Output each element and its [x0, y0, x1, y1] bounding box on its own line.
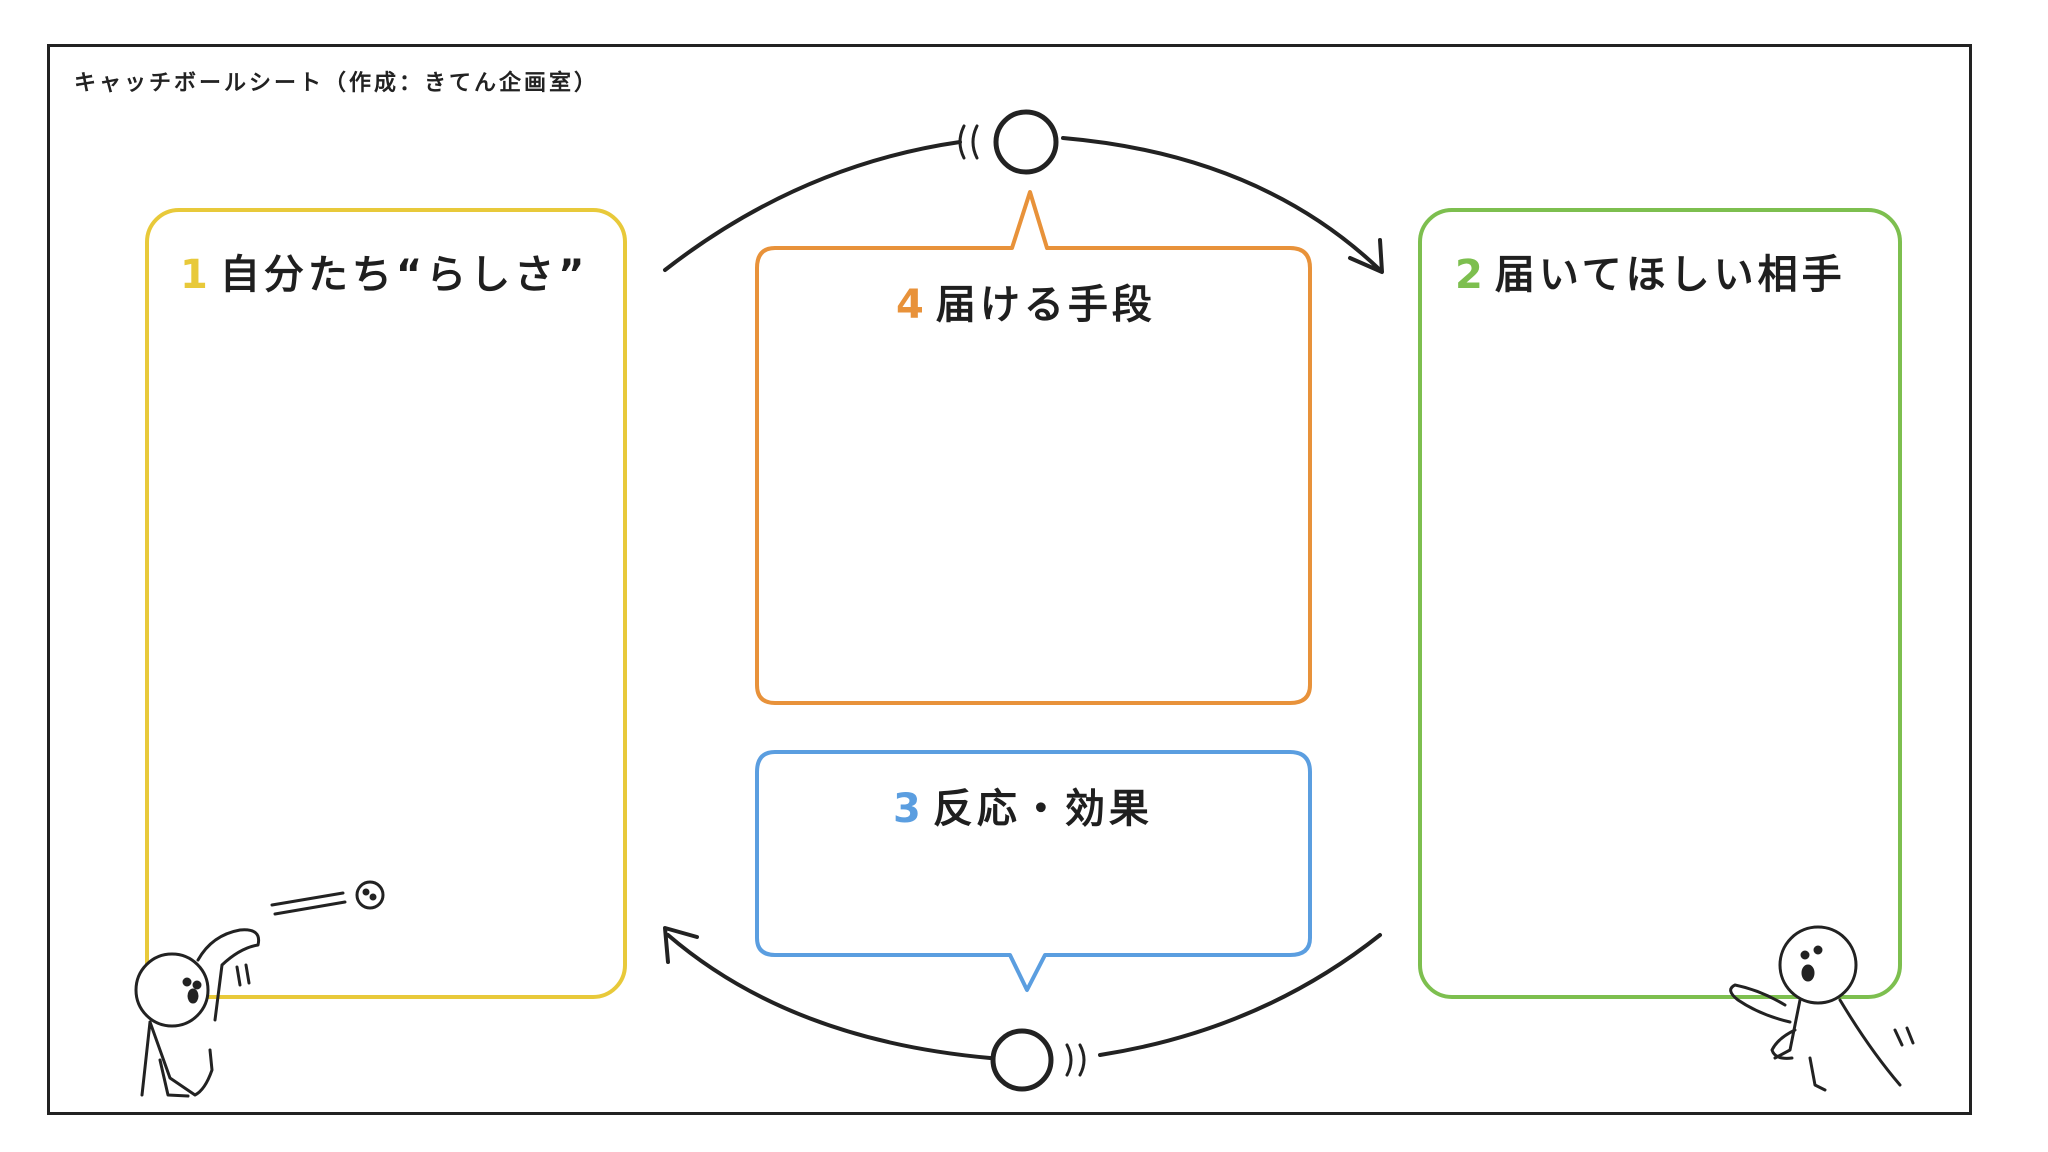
catcher-figure-icon	[1729, 925, 1915, 1092]
box-4-number: 4	[896, 282, 928, 328]
box-2-number: 2	[1455, 252, 1487, 298]
ball-icon	[993, 109, 1059, 175]
box-3-number: 3	[893, 786, 925, 832]
box-3-frame	[755, 750, 1312, 992]
box-1-frame	[145, 208, 627, 999]
catchball-sheet: キャッチボールシート（作成：きてん企画室）	[47, 44, 1972, 1115]
motion-lines-bottom	[1065, 1043, 1086, 1077]
box-1-title: 自分たち“らしさ”	[219, 252, 589, 298]
arrow-icon	[1348, 238, 1384, 274]
box-4-frame	[755, 190, 1312, 705]
top-arc	[663, 140, 962, 272]
ball-icon	[990, 1028, 1054, 1092]
box-2-frame	[1418, 208, 1902, 999]
bottom-arc-left	[666, 933, 992, 1060]
box-2-title: 届いてほしい相手	[1494, 252, 1846, 298]
motion-lines-top	[958, 124, 979, 160]
box-4-title: 届ける手段	[935, 282, 1156, 328]
sheet-title: キャッチボールシート（作成：きてん企画室）	[74, 71, 600, 96]
thrower-figure-icon	[134, 880, 385, 1098]
bottom-arc-right	[1098, 933, 1382, 1057]
arrow-icon	[663, 926, 699, 964]
box-3-title: 反応・効果	[932, 786, 1153, 832]
top-arc-right	[1061, 136, 1382, 272]
box-1-number: 1	[180, 252, 212, 298]
